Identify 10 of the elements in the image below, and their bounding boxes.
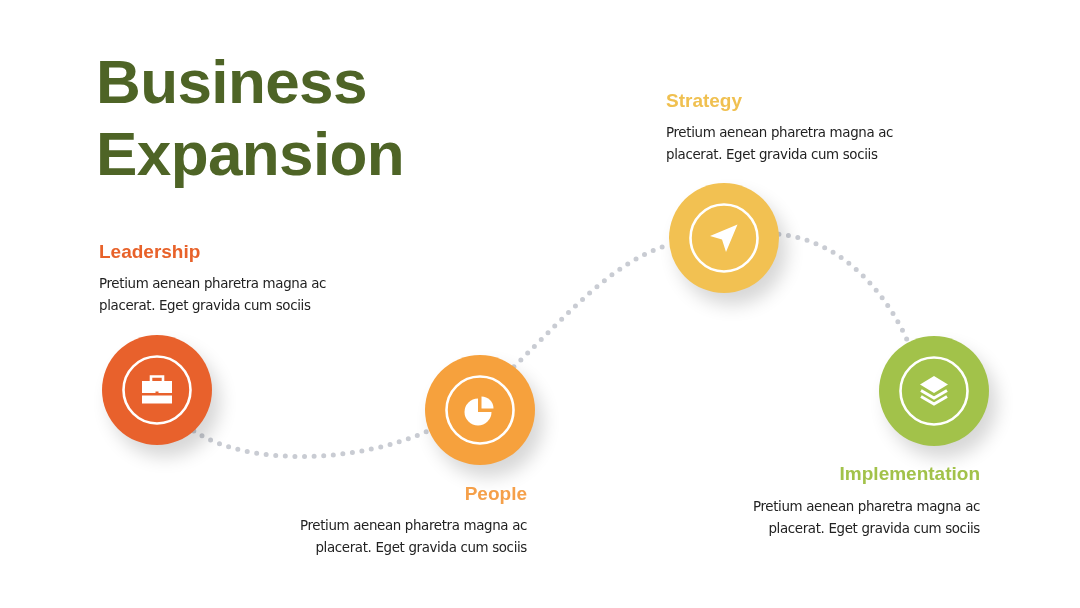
step-heading: Strategy [666, 90, 743, 112]
title: Business Expansion [96, 46, 406, 190]
step-heading: People [464, 483, 527, 505]
step-description: Pretium aenean pharetra magna ac placerat. Eget gravida cum sociis [298, 517, 527, 557]
step-description: Pretium aenean pharetra magna ac placerat. Eget gravida cum sociis [99, 275, 328, 315]
step-description: Pretium aenean pharetra magna ac placerat. Eget gravida cum sociis [751, 498, 980, 538]
dotted-connector [191, 428, 432, 459]
step-heading: Leadership [99, 241, 201, 263]
step-description: Pretium aenean pharetra magna ac placerat. Eget gravida cum sociis [666, 124, 895, 164]
step-heading: Implementation [839, 463, 980, 485]
